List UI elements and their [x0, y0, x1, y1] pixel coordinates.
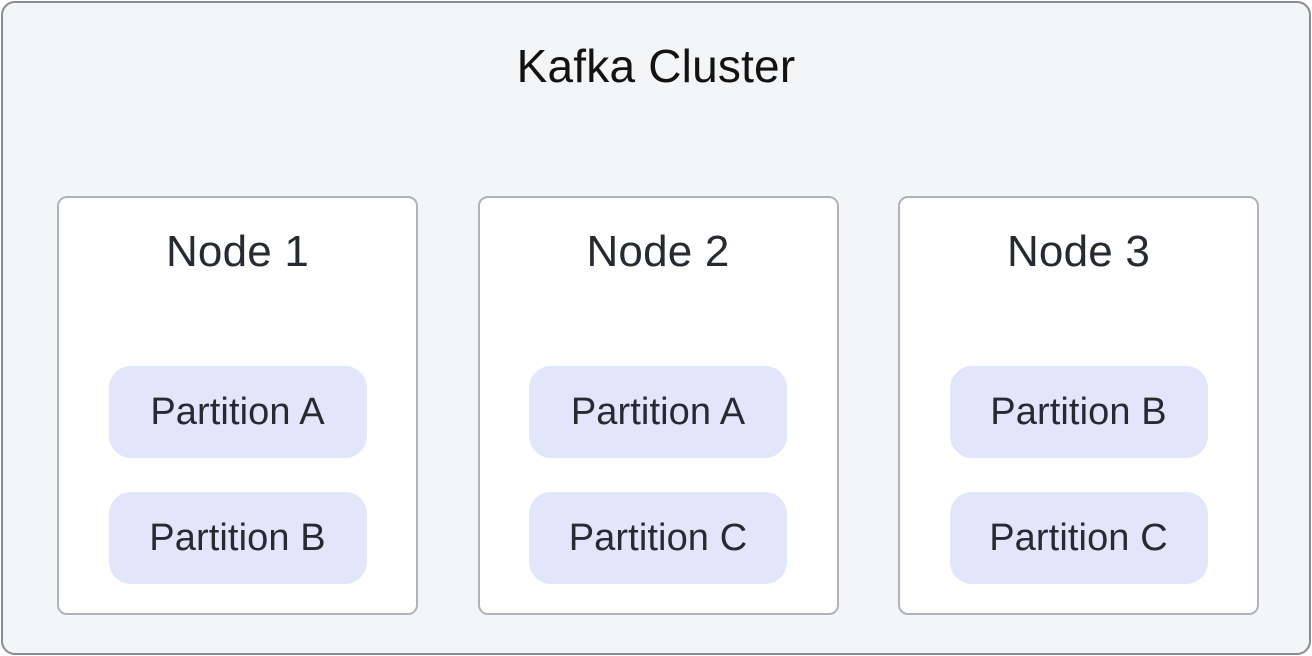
node-card-2[interactable]: Node 2 Partition A Partition C: [477, 196, 839, 615]
cluster-title: Kafka Cluster: [516, 40, 796, 92]
node-title: Node 3: [1006, 227, 1151, 276]
partition-pill[interactable]: Partition B: [949, 366, 1208, 458]
partition-list: Partition B Partition C: [900, 366, 1257, 584]
partition-list: Partition A Partition C: [480, 366, 837, 584]
node-title: Node 2: [586, 227, 730, 276]
node-card-3[interactable]: Node 3 Partition B Partition C: [898, 196, 1259, 615]
node-card-1[interactable]: Node 1 Partition A Partition B: [57, 196, 418, 615]
partition-list: Partition A Partition B: [59, 366, 416, 584]
partition-pill[interactable]: Partition B: [108, 492, 367, 584]
partition-pill[interactable]: Partition C: [949, 492, 1208, 584]
partition-pill[interactable]: Partition A: [529, 366, 787, 458]
nodes-row: Node 1 Partition A Partition B Node 2 Pa…: [57, 196, 1259, 615]
node-title: Node 1: [165, 227, 310, 276]
partition-pill[interactable]: Partition A: [108, 366, 367, 458]
partition-pill[interactable]: Partition C: [529, 492, 787, 584]
